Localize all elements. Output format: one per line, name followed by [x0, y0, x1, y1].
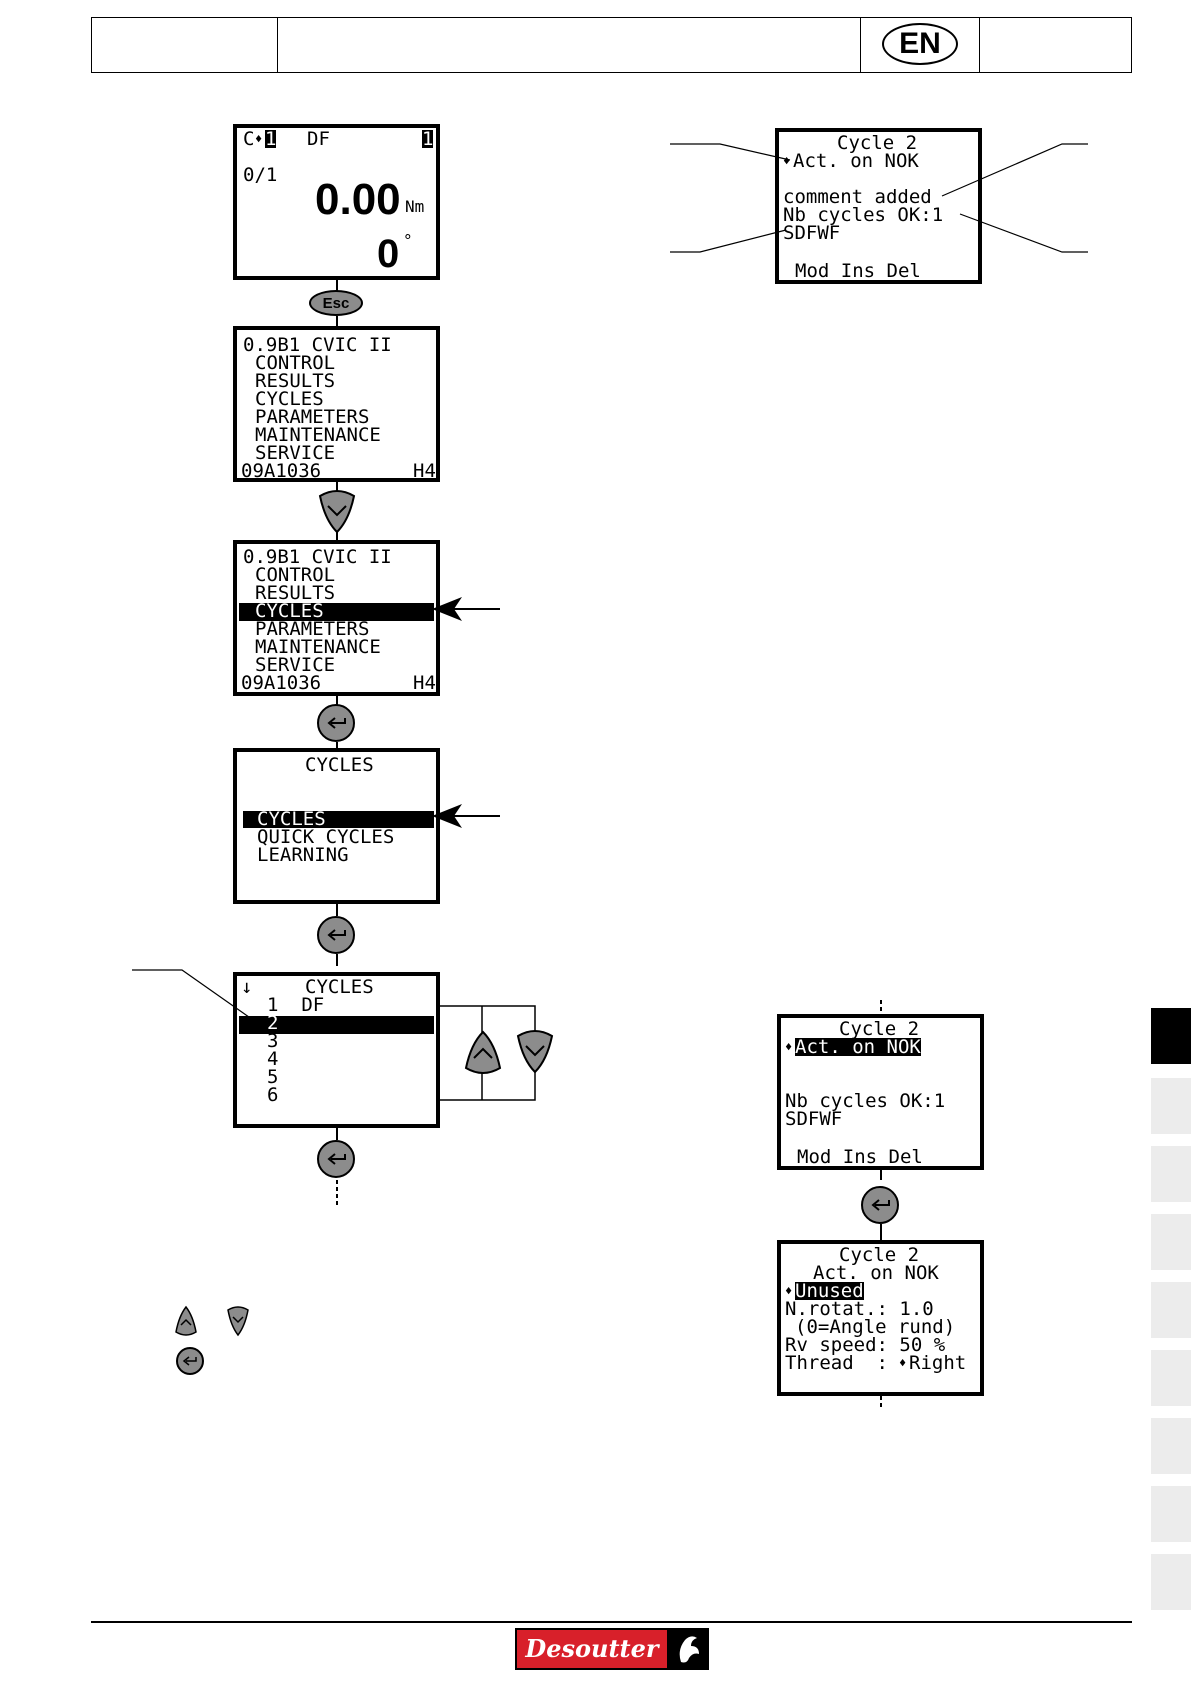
cycle-item-selected: 2	[267, 1012, 279, 1034]
chevron-up-icon	[473, 1047, 493, 1059]
cycle-item: 4	[267, 1048, 279, 1070]
selection-bar	[243, 811, 434, 828]
screen-title: Cycle 2	[839, 1018, 920, 1040]
down-arrow-icon	[227, 1306, 249, 1337]
lcd-cycle2-detail: Cycle 2 ♦ Act. on NOK comment added Nb c…	[775, 128, 982, 284]
down-arrow-button[interactable]	[317, 490, 357, 534]
esc-button[interactable]: Esc	[309, 290, 363, 316]
selection-bar	[239, 1016, 434, 1034]
menu-item-selected: CYCLES	[255, 600, 324, 622]
enter-icon	[327, 929, 346, 941]
cycle-item: 1 DF	[267, 994, 325, 1016]
enter-icon	[176, 1347, 204, 1375]
up-arrow-icon	[175, 1305, 197, 1336]
callout-line	[132, 969, 257, 1023]
side-tab[interactable]	[1151, 1214, 1191, 1270]
side-tab[interactable]	[1151, 1350, 1191, 1406]
callout-lines	[670, 143, 1088, 253]
pointer-arrow-icon	[432, 804, 500, 828]
lcd-cycle2-selected: Cycle 2 ♦ Act. on NOK Nb cycles OK:1 SDF…	[777, 1014, 984, 1170]
enter-button[interactable]	[317, 916, 355, 954]
selected-field: Unused	[795, 1280, 864, 1302]
menu-item: CYCLES	[255, 388, 324, 410]
menu-item: RESULTS	[255, 370, 336, 392]
scroll-arrow-icon: ↓	[241, 976, 253, 998]
enter-icon	[327, 1153, 346, 1165]
down-arrow-button[interactable]	[515, 1030, 555, 1074]
lcd-cycle2-params: Cycle 2 Act. on NOK ♦ Unused N.rotat.: 1…	[777, 1240, 984, 1396]
enter-button[interactable]	[317, 704, 355, 742]
side-tab[interactable]	[1151, 1008, 1191, 1064]
side-tab[interactable]	[1151, 1282, 1191, 1338]
lcd-mode: DF	[307, 128, 330, 150]
enter-button[interactable]	[317, 1140, 355, 1178]
screen-title: Cycle 2	[839, 1244, 920, 1266]
enter-icon	[327, 717, 346, 729]
cycle-item: 6	[267, 1084, 279, 1106]
chevron-down-icon	[327, 505, 347, 517]
lcd-cycles-menu: CYCLES CYCLES QUICK CYCLES LEARNING	[233, 748, 440, 904]
language-badge: EN	[882, 23, 958, 65]
menu-item: CONTROL	[255, 352, 336, 374]
screen-title: CYCLES	[305, 976, 374, 998]
enter-button[interactable]	[861, 1186, 899, 1224]
side-tab[interactable]	[1151, 1078, 1191, 1134]
brand-name: Desoutter	[517, 1630, 667, 1668]
menu-item-selected: CYCLES	[257, 808, 326, 830]
enter-icon	[871, 1199, 890, 1211]
chevron-down-icon	[525, 1045, 545, 1057]
selected-field: Act. on NOK	[795, 1036, 921, 1058]
lcd-run-screen: C ♦ 1 DF 1 0/1 0.00 Nm 0 °	[233, 124, 440, 280]
brand-logo: Desoutter	[515, 1628, 709, 1670]
up-arrow-button[interactable]	[463, 1030, 503, 1074]
side-tab[interactable]	[1151, 1554, 1191, 1610]
pointer-arrow-icon	[432, 597, 500, 621]
torque-value: 0.00	[315, 175, 401, 224]
lcd-footer: Mod Ins Del	[795, 260, 921, 282]
screen-title: CYCLES	[305, 754, 374, 776]
page-header	[91, 17, 1132, 73]
menu-item: PARAMETERS	[255, 406, 370, 428]
side-tab[interactable]	[1151, 1486, 1191, 1542]
lcd-main-menu: 0.9B1 CVIC II CONTROL RESULTS CYCLES PAR…	[233, 326, 440, 482]
lcd-main-menu-cycles-selected: 0.9B1 CVIC II CONTROL RESULTS CYCLES PAR…	[233, 540, 440, 696]
screen-title: Cycle 2	[837, 132, 918, 154]
bird-icon	[679, 1636, 699, 1663]
lcd-footer: Mod Ins Del	[797, 1146, 923, 1168]
selection-bar	[239, 603, 434, 621]
menu-item: MAINTENANCE	[255, 424, 381, 446]
cycle-item: 5	[267, 1066, 279, 1088]
lcd-cycles-list: ↓ CYCLES 1 DF 2 3 4 5 6	[233, 972, 440, 1128]
angle-unit: °	[403, 231, 413, 250]
menu-item: SERVICE	[255, 442, 336, 464]
torque-unit: Nm	[405, 197, 425, 216]
side-tab[interactable]	[1151, 1418, 1191, 1474]
footer-rule	[91, 1621, 1132, 1623]
cycle-item: 3	[267, 1030, 279, 1052]
side-tab[interactable]	[1151, 1146, 1191, 1202]
lcd-mode-indicator: C	[243, 128, 255, 150]
lcd-counter: 0/1	[243, 164, 278, 186]
angle-value: 0	[377, 232, 400, 276]
